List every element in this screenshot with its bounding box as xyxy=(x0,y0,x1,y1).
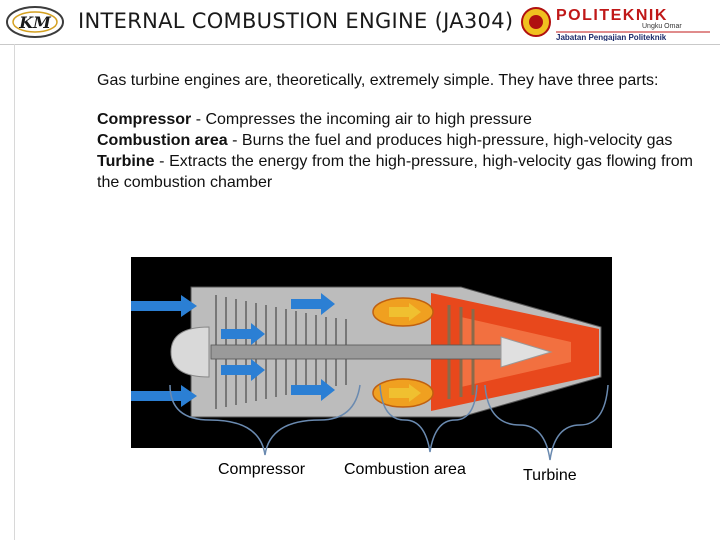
turbine-label: Turbine xyxy=(523,467,577,484)
politeknik-logo: POLITEKNIK Ungku Omar Jabatan Pengajian … xyxy=(521,7,710,41)
airflow-arrows xyxy=(131,293,335,407)
exhaust-cone xyxy=(500,336,553,368)
part-name: Compressor xyxy=(97,111,192,128)
part-description: - Burns the fuel and produces high-press… xyxy=(227,132,673,149)
left-divider xyxy=(14,44,15,540)
km-logo-text: KM xyxy=(18,13,52,32)
institution-department: Jabatan Pengajian Politeknik xyxy=(556,33,667,41)
part-turbine: Turbine - Extracts the energy from the h… xyxy=(97,151,693,193)
part-description: - Extracts the energy from the high-pres… xyxy=(97,153,693,191)
combustion-area-label: Combustion area xyxy=(344,461,466,478)
slide-title: INTERNAL COMBUSTION ENGINE (JA304) xyxy=(78,9,514,33)
part-name: Combustion area xyxy=(97,132,228,149)
institution-name: POLITEKNIK xyxy=(556,7,668,24)
part-name: Turbine xyxy=(97,153,155,170)
nose-cone xyxy=(170,326,210,378)
part-compressor: Compressor - Compresses the incoming air… xyxy=(97,109,693,130)
institution-campus: Ungku Omar xyxy=(642,23,682,30)
slide-header: KM INTERNAL COMBUSTION ENGINE (JA304) PO… xyxy=(0,0,720,45)
intro-text: Gas turbine engines are, theoretically, … xyxy=(97,72,659,89)
main-shaft xyxy=(210,344,512,360)
compressor-brace xyxy=(169,384,361,456)
parts-list: Compressor - Compresses the incoming air… xyxy=(97,109,693,193)
gas-turbine-diagram xyxy=(131,257,612,448)
slide-body: Gas turbine engines are, theoretically, … xyxy=(97,70,693,193)
combustion-flow-arrows xyxy=(389,303,421,402)
part-combustion: Combustion area - Burns the fuel and pro… xyxy=(97,130,693,151)
turbine-brace xyxy=(484,384,609,461)
km-logo: KM xyxy=(6,6,64,38)
part-description: - Compresses the incoming air to high pr… xyxy=(191,111,532,128)
combustion-brace xyxy=(379,384,478,453)
section-braces xyxy=(169,384,609,461)
compressor-label: Compressor xyxy=(218,461,306,478)
